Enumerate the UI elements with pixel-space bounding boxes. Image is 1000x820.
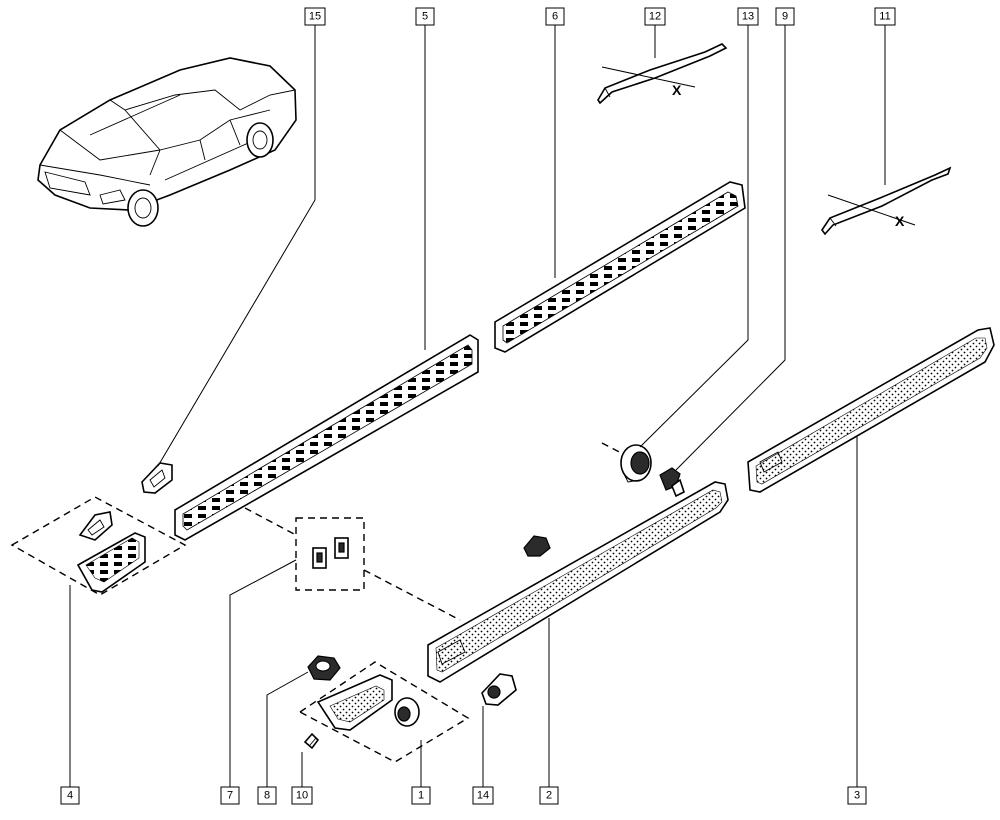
group-7-arrow-right bbox=[363, 569, 461, 621]
callout-box-12 bbox=[644, 7, 666, 26]
callout-box-8 bbox=[257, 786, 277, 805]
callout-5: 5 bbox=[422, 11, 428, 23]
callout-14: 14 bbox=[477, 790, 489, 802]
part-5-front-moulding bbox=[174, 334, 479, 541]
callout-labels: 15 5 6 12 13 9 11 4 7 8 10 1 14 2 3 bbox=[60, 7, 896, 805]
callout-7: 7 bbox=[227, 790, 233, 802]
callout-box-14 bbox=[472, 786, 494, 805]
callout-box-3 bbox=[847, 786, 867, 805]
callout-9: 9 bbox=[782, 11, 788, 23]
part-7-clips bbox=[312, 537, 349, 569]
callout-box-2 bbox=[539, 786, 559, 805]
callout-box-11 bbox=[874, 7, 896, 26]
part-12-trim-strip bbox=[597, 43, 728, 105]
clip-13-axis bbox=[601, 442, 626, 456]
part-11-trim-strip bbox=[821, 166, 952, 236]
group-1-outline bbox=[298, 661, 470, 763]
callout-2: 2 bbox=[546, 790, 552, 802]
section-mark-x-right: X bbox=[895, 213, 905, 229]
callout-box-4 bbox=[60, 786, 80, 805]
callout-box-9 bbox=[775, 7, 795, 26]
callout-8: 8 bbox=[264, 790, 270, 802]
callout-box-10 bbox=[291, 786, 313, 805]
group-4-outline bbox=[10, 496, 187, 596]
callout-box-15 bbox=[304, 7, 326, 26]
callout-box-5 bbox=[415, 7, 435, 26]
callout-4: 4 bbox=[67, 790, 73, 802]
part-6-rear-moulding bbox=[494, 181, 746, 353]
part-1-bracket bbox=[316, 674, 420, 731]
part-14-end-cap bbox=[481, 673, 517, 706]
part-2-front-dotted-moulding bbox=[427, 481, 729, 683]
callout-15: 15 bbox=[309, 11, 321, 23]
callout-box-1 bbox=[411, 786, 431, 805]
dashed-groups bbox=[10, 442, 626, 763]
callout-11: 11 bbox=[879, 11, 890, 23]
callout-box-6 bbox=[545, 7, 565, 26]
car-illustration bbox=[37, 57, 297, 227]
group-7-arrow-left bbox=[244, 507, 297, 536]
callout-12: 12 bbox=[649, 11, 661, 23]
part-9-push-clip bbox=[659, 467, 685, 498]
callout-3: 3 bbox=[854, 790, 860, 802]
callout-box-13 bbox=[737, 7, 759, 26]
part-4-end-piece bbox=[76, 511, 146, 593]
part-3-rear-dotted-moulding bbox=[747, 327, 995, 493]
group-7-outline bbox=[295, 517, 365, 591]
section-mark-x-upper: X bbox=[672, 82, 682, 98]
callout-10: 10 bbox=[296, 790, 308, 802]
part-8-plug bbox=[307, 655, 341, 681]
part-15-clip bbox=[141, 462, 173, 494]
loose-clip bbox=[523, 535, 551, 557]
callout-13: 13 bbox=[742, 11, 754, 23]
part-13-grommet bbox=[620, 444, 652, 483]
callout-box-7 bbox=[220, 786, 240, 805]
callout-1: 1 bbox=[418, 790, 424, 802]
leader-lines bbox=[69, 25, 886, 787]
callout-6: 6 bbox=[552, 11, 558, 23]
part-10-screw bbox=[303, 732, 320, 750]
